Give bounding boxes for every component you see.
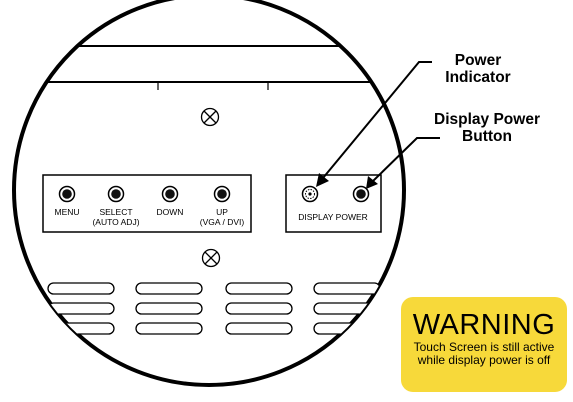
vent-slot xyxy=(225,322,293,335)
display-power-callout-arrow xyxy=(366,137,440,189)
display-power-label: DISPLAY POWER xyxy=(298,212,368,222)
power-indicator-icon xyxy=(301,185,319,203)
control-button-sublabel: (VGA / DVI) xyxy=(200,217,245,227)
screw-x-icon xyxy=(201,248,221,268)
control-button-label: DOWN xyxy=(157,207,184,217)
vent-slot xyxy=(47,322,115,335)
warning-title: WARNING xyxy=(412,309,556,341)
display-power-button-callout: Display Power Button xyxy=(412,111,562,145)
control-button-panel xyxy=(42,174,252,233)
control-button-label: UP xyxy=(216,207,228,217)
callout-line: Display Power xyxy=(434,111,540,128)
control-button-up[interactable] xyxy=(213,185,231,203)
warning-text: Touch Screen is still active while displ… xyxy=(413,340,555,367)
power-indicator-callout: Power Indicator xyxy=(418,52,538,86)
vent-slot xyxy=(135,322,203,335)
vent-slot xyxy=(313,302,381,315)
control-button-down[interactable] xyxy=(161,185,179,203)
callout-line: Power xyxy=(454,52,502,69)
vent-slot xyxy=(47,282,115,295)
control-button-label: SELECT xyxy=(99,207,132,217)
vent-slot xyxy=(47,302,115,315)
control-button-sublabel: (AUTO ADJ) xyxy=(92,217,139,227)
display-power-button[interactable] xyxy=(352,185,370,203)
vent-slot xyxy=(225,282,293,295)
vent-slot xyxy=(225,302,293,315)
control-button-menu[interactable] xyxy=(58,185,76,203)
control-button-label: MENU xyxy=(54,207,79,217)
callout-line: Button xyxy=(462,128,512,145)
vent-slot xyxy=(135,302,203,315)
vent-slots xyxy=(47,282,381,335)
warning-box: WARNING Touch Screen is still active whi… xyxy=(401,297,567,392)
control-button-select[interactable] xyxy=(107,185,125,203)
vent-slot xyxy=(135,282,203,295)
power-indicator-callout-arrow xyxy=(316,61,432,187)
callout-line: Indicator xyxy=(445,69,511,86)
vent-slot xyxy=(313,282,381,295)
screw-x-icon xyxy=(200,107,220,127)
display-power-panel xyxy=(285,174,382,233)
